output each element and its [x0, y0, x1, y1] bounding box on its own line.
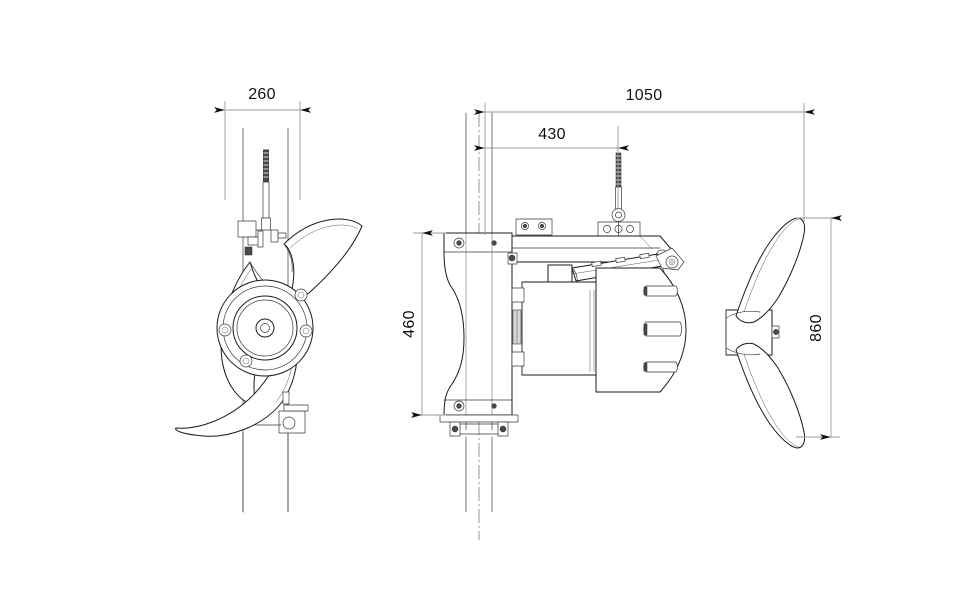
side-bottom-flange: [439, 414, 519, 437]
side-blade-lower: [735, 342, 806, 449]
dim-260: 260: [214, 86, 311, 200]
side-motor-body: [511, 281, 597, 376]
dim-430: 430: [474, 126, 629, 235]
side-lifting-eye-assembly: [597, 152, 641, 237]
front-lower-bracket: [254, 391, 309, 434]
side-guide-pole: [465, 112, 493, 540]
front-lifting-eye-assembly: [237, 149, 287, 256]
side-top-lug: [515, 218, 553, 236]
dim-860-label: 860: [808, 314, 825, 342]
dim-460-label: 460: [401, 310, 418, 338]
dim-430-label: 430: [538, 126, 566, 143]
front-view: [175, 127, 363, 513]
side-view: [439, 112, 806, 540]
side-mounting-bracket: [443, 232, 513, 416]
front-thread-hatch: [263, 149, 269, 183]
side-thread-hatch: [615, 152, 622, 188]
side-propeller-hub: [725, 309, 780, 356]
dim-460: 460: [401, 230, 446, 418]
side-propeller-blades: [725, 217, 806, 449]
side-blade-upper: [735, 217, 806, 324]
front-propeller-hub: [216, 279, 314, 377]
dim-860: 860: [796, 215, 842, 440]
dim-1050-label: 1050: [626, 87, 663, 104]
side-gearbox-nose: [595, 247, 687, 393]
dim-260-label: 260: [248, 86, 276, 103]
front-guide-rail-lower: [242, 432, 289, 513]
